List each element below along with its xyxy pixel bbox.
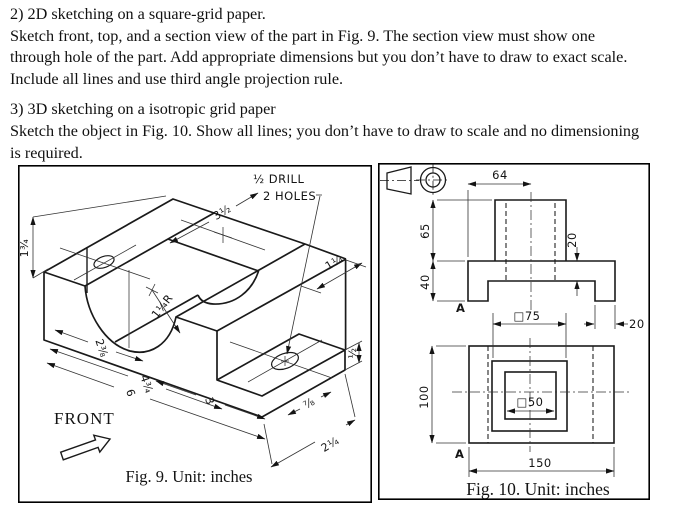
fig10-border	[378, 163, 650, 500]
third-angle-projection-icon	[380, 163, 450, 196]
fig10-dimension-labels: 64 65 40 20 20 □75 □50 100 150 A A	[417, 168, 645, 470]
drill-holes	[93, 255, 300, 371]
dim-to-step: 4¾	[137, 373, 155, 395]
top-view	[452, 338, 631, 452]
drill-note-line2: 2 HOLES	[263, 189, 316, 203]
front-view	[467, 192, 616, 312]
instruction-line: Sketch front, top, and a section view of…	[10, 26, 596, 45]
instruction-line: is required.	[10, 143, 83, 162]
dim-top-depth: 3½	[211, 202, 234, 223]
fig9-border	[18, 165, 372, 503]
front-arrow-icon	[59, 434, 112, 461]
dim-boss-height: 65	[418, 223, 432, 239]
dim-width: 2¼	[319, 434, 342, 455]
dim-height: 1¾	[18, 239, 31, 258]
dim-step-length: 3	[202, 396, 217, 407]
fig10-caption: Fig. 10. Unit: inches	[466, 479, 610, 499]
section-label-top: A	[455, 447, 464, 461]
dim-overall-width: 150	[528, 456, 551, 470]
part-outline	[43, 198, 347, 418]
instruction-line: 2) 2D sketching on a square-grid paper.	[10, 5, 266, 23]
dim-overall-length: 6	[123, 388, 138, 399]
dim-web-thickness: 20	[565, 232, 579, 248]
dim-overall-depth: 100	[417, 385, 431, 408]
instruction-line: Sketch the object in Fig. 10. Show all l…	[10, 121, 640, 140]
front-view-label: FRONT	[54, 409, 115, 428]
dim-foot-width: 20	[629, 317, 645, 331]
instruction-line: through hole of the part. Add appropriat…	[10, 48, 628, 67]
fig9-dimension-labels: 1¾ 3½ 1¼ 1¼R 2⅜ 4¾ 6 3 ⅞ 2¼ ½ ½ DRILL 2 …	[18, 172, 359, 455]
dim-hole-offset: ⅞	[301, 395, 317, 412]
dim-base-height: 40	[418, 274, 432, 290]
dim-square50: □50	[517, 395, 544, 409]
dim-base-thickness: ½	[346, 347, 359, 358]
dimension-lines	[429, 181, 628, 477]
instruction-line: 3) 3D sketching on a isotropic grid pape…	[10, 100, 276, 119]
dim-square75: □75	[514, 309, 541, 323]
dimension-lines	[30, 192, 367, 468]
instruction-line: Include all lines and use third angle pr…	[10, 69, 344, 88]
center-lines	[59, 219, 333, 383]
fig9-caption: Fig. 9. Unit: inches	[126, 467, 253, 486]
dim-radius: 1¼R	[149, 292, 176, 321]
section-label-front: A	[456, 301, 465, 315]
fig9-panel: 1¾ 3½ 1¼ 1¼R 2⅜ 4¾ 6 3 ⅞ 2¼ ½ ½ DRILL 2 …	[18, 165, 372, 503]
instructions: 2) 2D sketching on a square-grid paper. …	[10, 4, 639, 164]
fig10-panel: 64 65 40 20 20 □75 □50 100 150 A A Fig. …	[378, 163, 650, 500]
dim-to-groove-center: 2⅜	[92, 337, 110, 359]
dim-boss-width: 64	[492, 168, 508, 182]
drill-note-line1: ½ DRILL	[253, 172, 304, 186]
